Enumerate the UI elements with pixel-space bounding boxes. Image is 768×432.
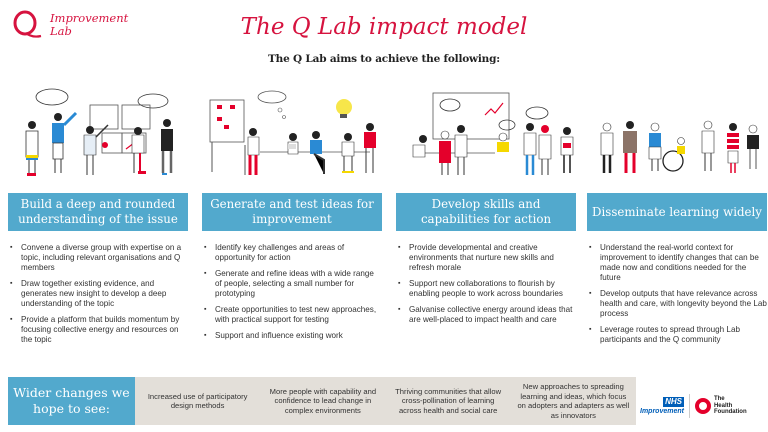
workshop-collaboration-illustration bbox=[412, 92, 574, 175]
bullet-item: Create opportunities to test new approac… bbox=[204, 305, 382, 325]
bullet-item: Convene a diverse group with expertise o… bbox=[10, 243, 188, 273]
partner-logos: NHS Improvement The Health Foundation bbox=[640, 393, 765, 419]
wider-change-item: Thriving communities that allow cross-po… bbox=[395, 386, 502, 415]
bullet-item: Identify key challenges and areas of opp… bbox=[204, 243, 382, 263]
column-understanding: Build a deep and rounded understanding o… bbox=[8, 193, 188, 351]
bullet-item: Support new collaborations to flourish b… bbox=[398, 279, 576, 299]
thf-line2: Health bbox=[713, 402, 733, 409]
thf-line1: The bbox=[713, 396, 725, 403]
bullet-list: Identify key challenges and areas of opp… bbox=[202, 243, 382, 341]
people-discussing-at-boards-illustration bbox=[25, 88, 173, 176]
column-disseminate: Disseminate learning widely Understand t… bbox=[587, 193, 767, 351]
bullet-item: Develop outputs that have relevance acro… bbox=[589, 289, 767, 319]
logo-text-line1: Improvement bbox=[50, 11, 129, 25]
logo-divider bbox=[688, 394, 690, 418]
q-logo-icon bbox=[13, 10, 42, 38]
bullet-item: Leverage routes to spread through Lab pa… bbox=[589, 325, 767, 345]
bullet-list: Convene a diverse group with expertise o… bbox=[8, 243, 188, 345]
community-people-illustration bbox=[600, 120, 759, 173]
page-subtitle: The Q Lab aims to achieve the following: bbox=[268, 53, 500, 65]
page-title: The Q Lab impact model bbox=[240, 14, 528, 40]
wider-changes-heading: Wider changes we hope to see: bbox=[8, 377, 135, 425]
bullet-item: Provide developmental and creative envir… bbox=[398, 243, 576, 273]
wider-change-item: New approaches to spreading learning and… bbox=[517, 382, 630, 420]
bullet-item: Provide a platform that builds momentum … bbox=[10, 315, 188, 345]
health-foundation-logo-text: The Health Foundation bbox=[714, 396, 747, 416]
bullet-list: Provide developmental and creative envir… bbox=[396, 243, 576, 325]
bullet-item: Understand the real-world context for im… bbox=[589, 243, 767, 283]
bullet-item: Draw together existing evidence, and gen… bbox=[10, 279, 188, 309]
bullet-item: Galvanise collective energy around ideas… bbox=[398, 305, 576, 325]
bullet-item: Support and influence existing work bbox=[204, 331, 382, 341]
column-develop-skills: Develop skills and capabilities for acti… bbox=[396, 193, 576, 331]
nhs-sub-label: Improvement bbox=[640, 407, 684, 415]
column-heading: Generate and test ideas for improvement bbox=[202, 193, 382, 231]
bullet-item: Generate and refine ideas with a wide ra… bbox=[204, 269, 382, 299]
wider-change-item: Increased use of participatory design me… bbox=[147, 391, 248, 411]
wider-changes-band: Wider changes we hope to see: Increased … bbox=[8, 377, 636, 425]
column-generate-ideas: Generate and test ideas for improvement … bbox=[202, 193, 382, 347]
team-brainstorming-lightbulb-illustration bbox=[209, 90, 376, 175]
nhs-improvement-logo: NHS Improvement bbox=[640, 396, 684, 416]
nhs-badge: NHS bbox=[663, 396, 684, 407]
column-heading: Disseminate learning widely bbox=[587, 193, 767, 231]
q-improvement-lab-logo: Improvement Lab bbox=[12, 10, 128, 40]
column-heading: Develop skills and capabilities for acti… bbox=[396, 193, 576, 231]
column-heading: Build a deep and rounded understanding o… bbox=[8, 193, 188, 231]
thf-line3: Foundation bbox=[713, 409, 747, 416]
wider-change-item: More people with capability and confiden… bbox=[269, 386, 377, 415]
bullet-list: Understand the real-world context for im… bbox=[587, 243, 767, 345]
logo-text-line2: Lab bbox=[50, 24, 72, 38]
health-foundation-ring-icon bbox=[694, 398, 711, 414]
